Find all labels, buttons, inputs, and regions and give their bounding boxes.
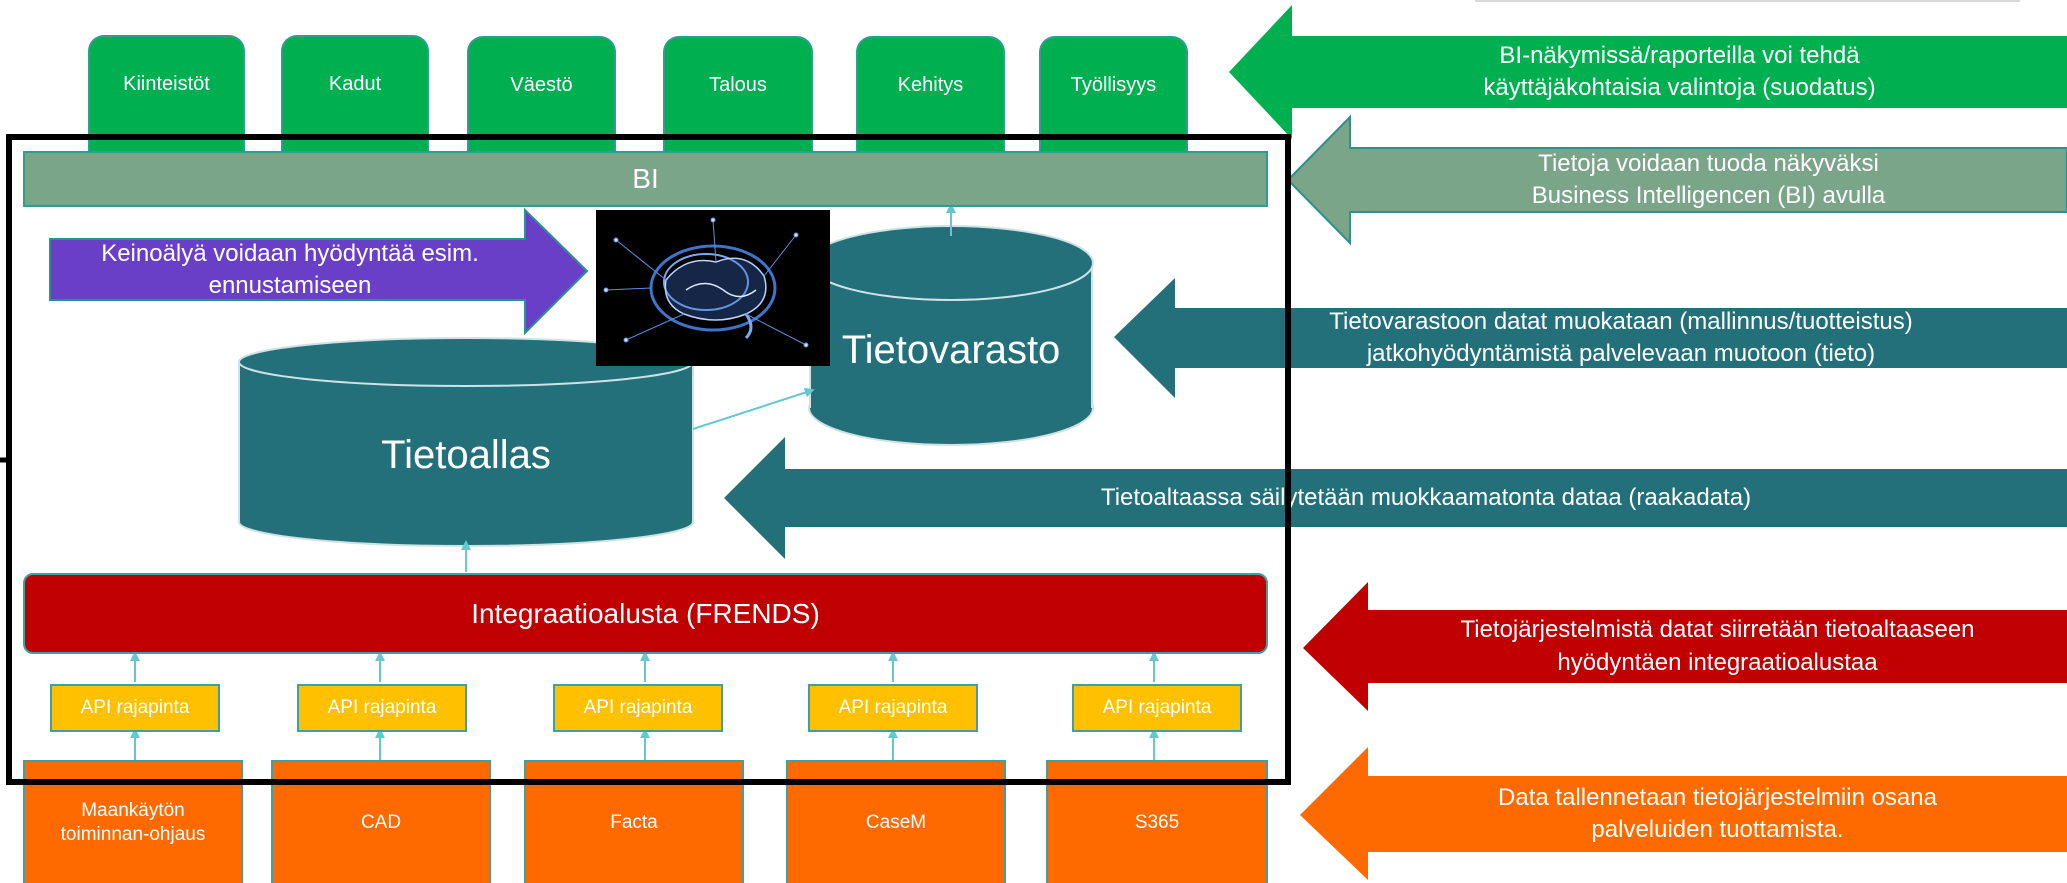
ai-arrow-text: Keinoälyä voidaan hyödyntää esim. ennust… xyxy=(101,239,479,299)
tab-label: Kiinteistöt xyxy=(123,73,210,95)
tab-label: Talous xyxy=(709,73,767,96)
integration-platform: Integraatioalusta (FRENDS) xyxy=(23,573,1268,654)
tab-kadut[interactable]: Kadut xyxy=(281,35,429,152)
bi-label: BI xyxy=(632,163,659,194)
lake-label: Tietoallas xyxy=(381,432,551,477)
api-interface-2: API rajapinta xyxy=(297,684,467,732)
right-arrow-5-text: Tietojärjestelmistä datat siirretään tie… xyxy=(1460,616,1975,676)
api-interface-4: API rajapinta xyxy=(808,684,978,732)
right-arrow-5-shape xyxy=(1303,582,2067,711)
right-arrow-6-shape xyxy=(1300,747,2067,880)
api-label: API rajapinta xyxy=(1102,697,1212,718)
right-arrow-4-shape xyxy=(724,437,2067,559)
integration-label: Integraatioalusta (FRENDS) xyxy=(471,597,820,629)
api-label: API rajapinta xyxy=(80,697,190,718)
source-system-casem: CaseM xyxy=(786,760,1006,883)
tab-talous[interactable]: Talous xyxy=(663,36,813,152)
tab-kehitys[interactable]: Kehitys xyxy=(856,36,1005,152)
right-arrow-1-text: BI-näkymissä/raporteilla voi tehdä käytt… xyxy=(1483,41,1876,101)
source-system-cad: CAD xyxy=(271,760,491,883)
source-system-facta: Facta xyxy=(524,760,744,883)
right-arrow-2-text: Tietoja voidaan tuoda näkyväksi Business… xyxy=(1531,149,1886,209)
api-interface-5: API rajapinta xyxy=(1072,684,1242,732)
source-system-s365: S365 xyxy=(1046,760,1268,883)
right-arrow-3-text: Tietovarastoon datat muokataan (mallinnu… xyxy=(1329,307,1913,367)
right-arrow-1-shape xyxy=(1229,5,2067,139)
right-arrow-2-shape xyxy=(1286,114,2067,246)
bi-layer: BI xyxy=(23,151,1268,207)
brain-network-icon xyxy=(596,210,830,366)
source-system-maankaytto: Maankäytön toiminnan-ohjaus xyxy=(23,760,243,883)
tab-vaesto[interactable]: Väestö xyxy=(467,36,616,152)
tab-tyollisyys[interactable]: Työllisyys xyxy=(1039,36,1188,152)
tab-kiinteistot[interactable]: Kiinteistöt xyxy=(88,35,245,152)
api-label: API rajapinta xyxy=(583,697,693,718)
api-interface-1: API rajapinta xyxy=(50,684,220,732)
right-arrow-6-text: Data tallennetaan tietojärjestelmiin osa… xyxy=(1498,783,1937,843)
tab-label: Kehitys xyxy=(897,73,964,96)
api-label: API rajapinta xyxy=(838,697,948,718)
right-arrow-3-shape xyxy=(1114,278,2067,398)
api-interface-3: API rajapinta xyxy=(553,684,723,732)
tab-label: Kadut xyxy=(328,73,382,95)
tab-label: Työllisyys xyxy=(1070,73,1157,96)
tab-label: Väestö xyxy=(510,73,573,96)
right-arrow-4-text: Tietoaltaassa säilytetään muokkaamatonta… xyxy=(1100,483,1752,511)
warehouse-label: Tietovarasto xyxy=(841,327,1061,372)
api-label: API rajapinta xyxy=(327,697,437,718)
